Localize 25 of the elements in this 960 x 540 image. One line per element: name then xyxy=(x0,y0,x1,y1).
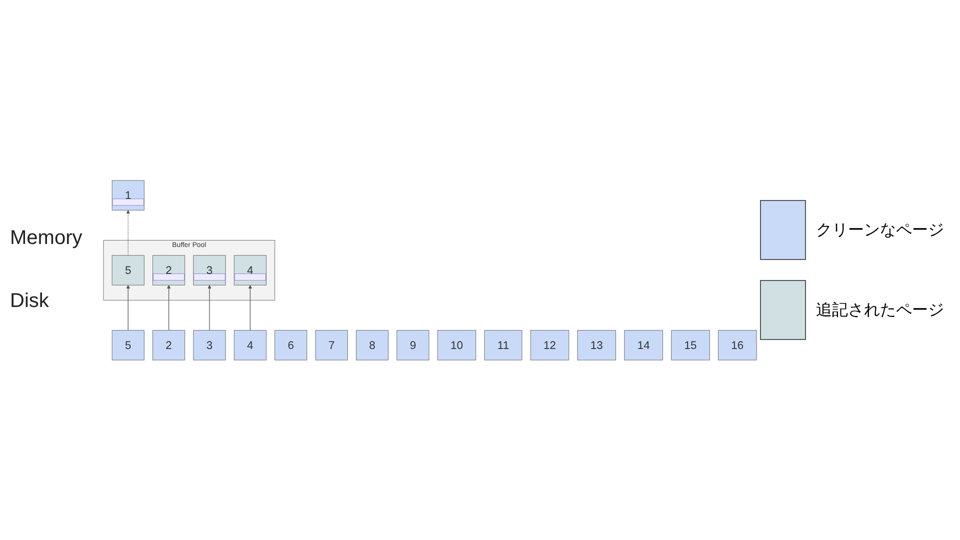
node-box: 5 xyxy=(112,254,144,286)
legend-text: クリーンなページ xyxy=(816,220,944,240)
node-box: 2 xyxy=(152,330,186,360)
node-box: 6 xyxy=(274,330,308,360)
node-box: 15 xyxy=(671,330,710,360)
arrow xyxy=(208,284,212,330)
node-box: 16 xyxy=(718,330,757,360)
node-box: 10 xyxy=(437,330,476,360)
node-box: 13 xyxy=(577,330,616,360)
arrow xyxy=(126,284,130,330)
region-label: Disk xyxy=(10,290,49,313)
node-box: 8 xyxy=(356,330,388,360)
arrow xyxy=(126,210,130,256)
node-box: 5 xyxy=(112,330,144,360)
node-box: 7 xyxy=(315,330,348,360)
node-box: 3 xyxy=(193,330,226,360)
legend-text: 追記されたページ xyxy=(816,300,944,320)
region-label: Memory xyxy=(10,227,82,250)
node-box: 9 xyxy=(396,330,430,360)
node-box: 11 xyxy=(484,330,522,360)
node-box: 4 xyxy=(234,330,266,360)
node-box: 12 xyxy=(530,330,570,360)
arrow xyxy=(248,284,252,330)
arrow xyxy=(166,284,171,330)
node-box: 14 xyxy=(624,330,663,360)
